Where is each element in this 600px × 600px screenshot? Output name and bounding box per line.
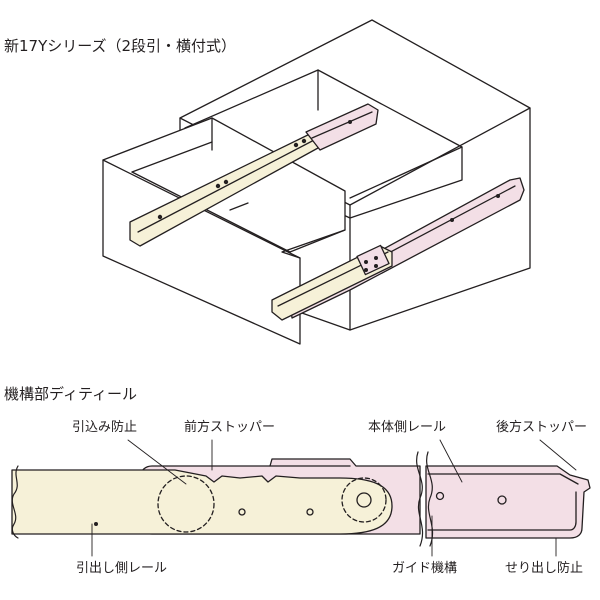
- label-front-stopper: 前方ストッパー: [184, 420, 276, 435]
- label-pull-in-prevention: 引込み防止: [72, 420, 138, 435]
- drawer-side-rail-lower: [271, 244, 393, 321]
- drawer-box: [102, 117, 346, 345]
- label-pull-out-prevention: せり出し防止: [505, 561, 584, 576]
- leader-lines: [91, 439, 577, 557]
- drawer-side-rail-top: [129, 129, 319, 247]
- label-rear-stopper: 後方ストッパー: [496, 420, 588, 435]
- label-guide-mechanism: ガイド機構: [392, 561, 458, 576]
- guide-rollers: [157, 475, 387, 533]
- body-side-rail-top: [305, 103, 379, 151]
- top-title: 新17Yシリーズ（2段引・横付式）: [4, 37, 237, 55]
- detail-title: 機構部ディティール: [4, 385, 138, 403]
- label-body-side-rail: 本体側レール: [368, 420, 447, 435]
- label-drawer-side-rail: 引出し側レール: [76, 561, 168, 576]
- drawer-side-rail-detail: [11, 465, 507, 539]
